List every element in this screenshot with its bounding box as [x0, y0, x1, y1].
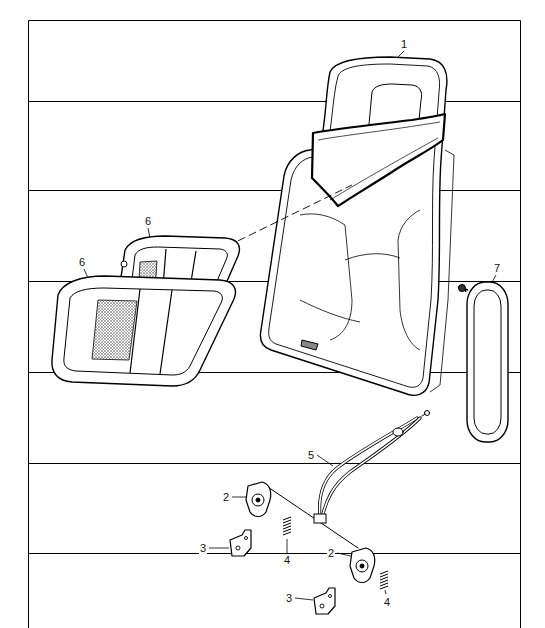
- callout-number: 7: [493, 262, 501, 274]
- release-cable: [262, 411, 430, 549]
- callout-number: 6: [144, 215, 152, 227]
- frame: [28, 21, 521, 628]
- callout-number: 5: [307, 449, 315, 461]
- callout-number: 2: [222, 491, 230, 503]
- backrest-shell: [260, 57, 454, 395]
- callout-number: 6: [78, 256, 86, 268]
- side-trim: [458, 282, 508, 442]
- hinge-set-left: [230, 482, 291, 556]
- callout-number: 4: [383, 596, 391, 608]
- callout-number: 2: [327, 547, 335, 559]
- callout-number: 3: [285, 592, 293, 604]
- leader-lines: [84, 51, 496, 600]
- vent-trim-front: [52, 276, 236, 386]
- callout-number: 1: [400, 38, 408, 50]
- hinge-set-right: [314, 548, 388, 614]
- callout-number: 3: [199, 542, 207, 554]
- callout-number: 4: [283, 554, 291, 566]
